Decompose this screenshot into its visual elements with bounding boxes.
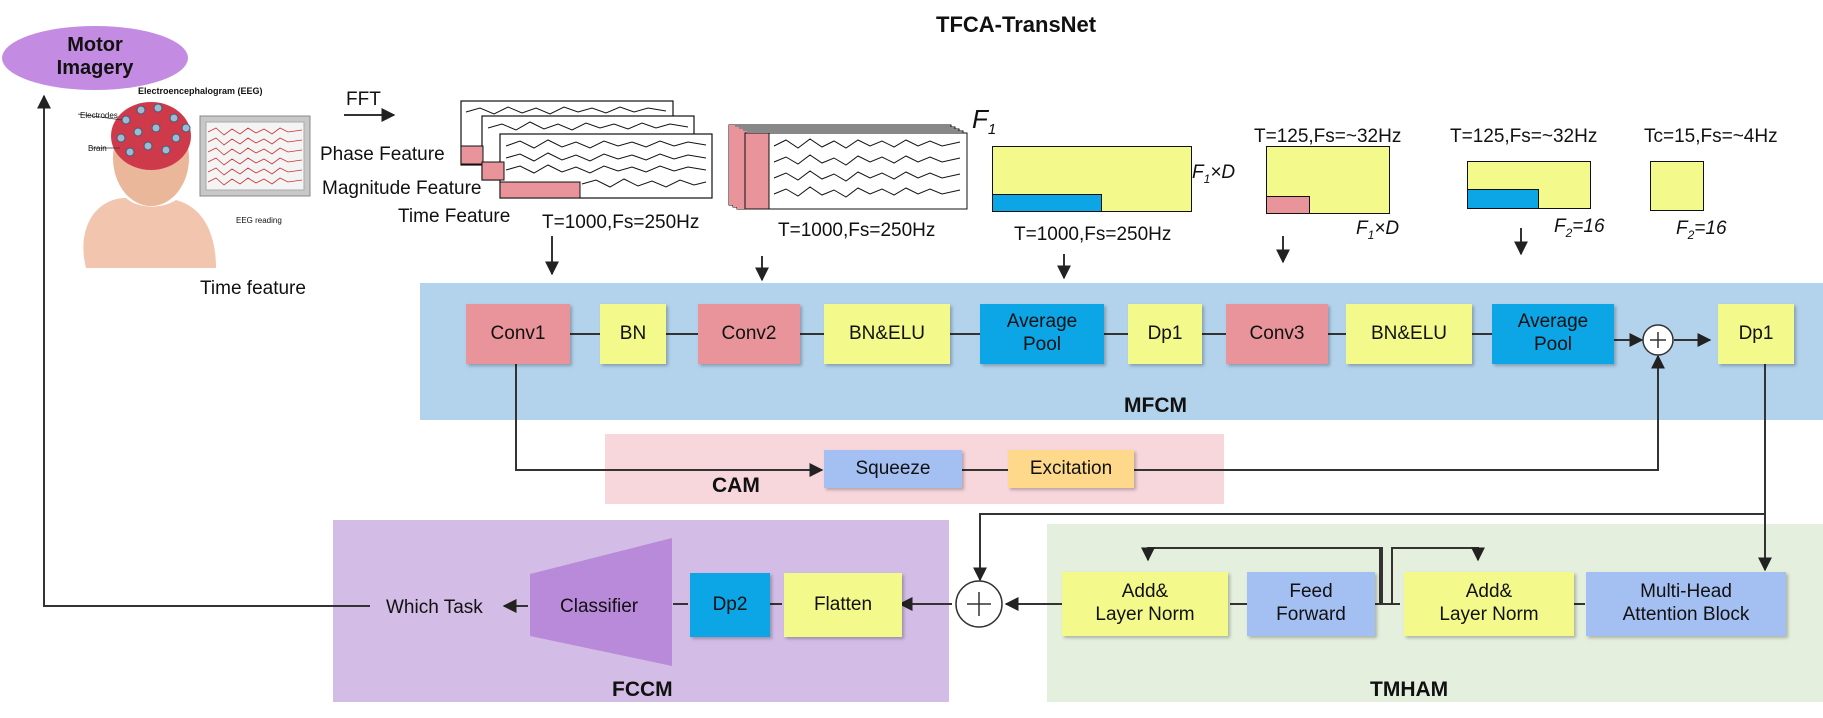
feed-forward-block: Feed Forward [1247, 572, 1375, 636]
classifier-shape [530, 538, 672, 666]
sum-node-mfcm [1642, 324, 1674, 356]
f2-label-a: F2=16 [1554, 216, 1605, 240]
cam-label: CAM [712, 474, 760, 497]
conv3-block: Conv3 [1226, 304, 1328, 364]
excitation-block: Excitation [1008, 450, 1134, 488]
motor-imagery-bubble [2, 26, 188, 90]
feature-map-f1d-large-fill [992, 194, 1102, 212]
brain-label: Brain [88, 144, 107, 153]
bn-elu-block-1: BN&ELU [824, 304, 950, 364]
conv2-block: Conv2 [698, 304, 800, 364]
f1-label: F1 [972, 104, 997, 139]
diagram-title: TFCA-TransNet [936, 12, 1097, 37]
dp1-block-2: Dp1 [1718, 304, 1794, 364]
dp2-block: Dp2 [690, 573, 770, 637]
average-pool-block-2: Average Pool [1492, 304, 1614, 364]
sum-node-fccm [955, 580, 1003, 628]
f2-label-b: F2=16 [1676, 218, 1727, 242]
f1-feature-stack [728, 124, 970, 210]
motor-imagery-label: Motor Imagery [56, 34, 134, 79]
fccm-label: FCCM [612, 678, 673, 701]
tmham-label: TMHAM [1370, 678, 1449, 701]
feature-map-f2-wide-fill [1467, 189, 1539, 209]
dim-t1000-1: T=1000,Fs=250Hz [542, 212, 700, 233]
add-layer-norm-block-1: Add& Layer Norm [1062, 572, 1228, 636]
feature-map-f1d-small-fill [1266, 196, 1310, 214]
eeg-illustration [66, 88, 316, 273]
conv1-block: Conv1 [466, 304, 570, 364]
magnitude-feature-label: Magnitude Feature [322, 178, 482, 199]
eeg-header-label: Electroencephalogram (EEG) [138, 86, 263, 96]
flatten-block: Flatten [784, 573, 902, 637]
electrodes-label: Electrodes [80, 111, 118, 120]
dim-t1000-2: T=1000,Fs=250Hz [778, 220, 936, 241]
f1d-label-b: F1×D [1356, 218, 1400, 242]
add-layer-norm-block-2: Add& Layer Norm [1404, 572, 1574, 636]
f1d-label-a: F1×D [1192, 162, 1236, 186]
time-feature-label: Time Feature [398, 206, 511, 227]
phase-feature-label: Phase Feature [320, 144, 445, 165]
squeeze-block: Squeeze [824, 450, 962, 488]
bn-elu-block-2: BN&ELU [1346, 304, 1472, 364]
feature-map-f2-small [1650, 161, 1704, 211]
input-feature-stack [460, 100, 716, 200]
bn-block: BN [600, 304, 666, 364]
dim-t125-1: T=125,Fs=~32Hz [1254, 126, 1402, 147]
fft-label: FFT [346, 89, 381, 110]
dim-tc15: Tc=15,Fs=~4Hz [1644, 126, 1778, 147]
multi-head-attention-block: Multi-Head Attention Block [1586, 572, 1786, 636]
dim-t1000-3: T=1000,Fs=250Hz [1014, 224, 1172, 245]
mfcm-label: MFCM [1124, 394, 1187, 417]
dim-t125-2: T=125,Fs=~32Hz [1450, 126, 1598, 147]
time-feature-caption: Time feature [200, 278, 306, 299]
average-pool-block-1: Average Pool [980, 304, 1104, 364]
dp1-block-1: Dp1 [1128, 304, 1202, 364]
classifier-label: Classifier [560, 596, 639, 617]
which-task-label: Which Task [386, 597, 483, 618]
eeg-reading-label: EEG reading [236, 216, 282, 225]
